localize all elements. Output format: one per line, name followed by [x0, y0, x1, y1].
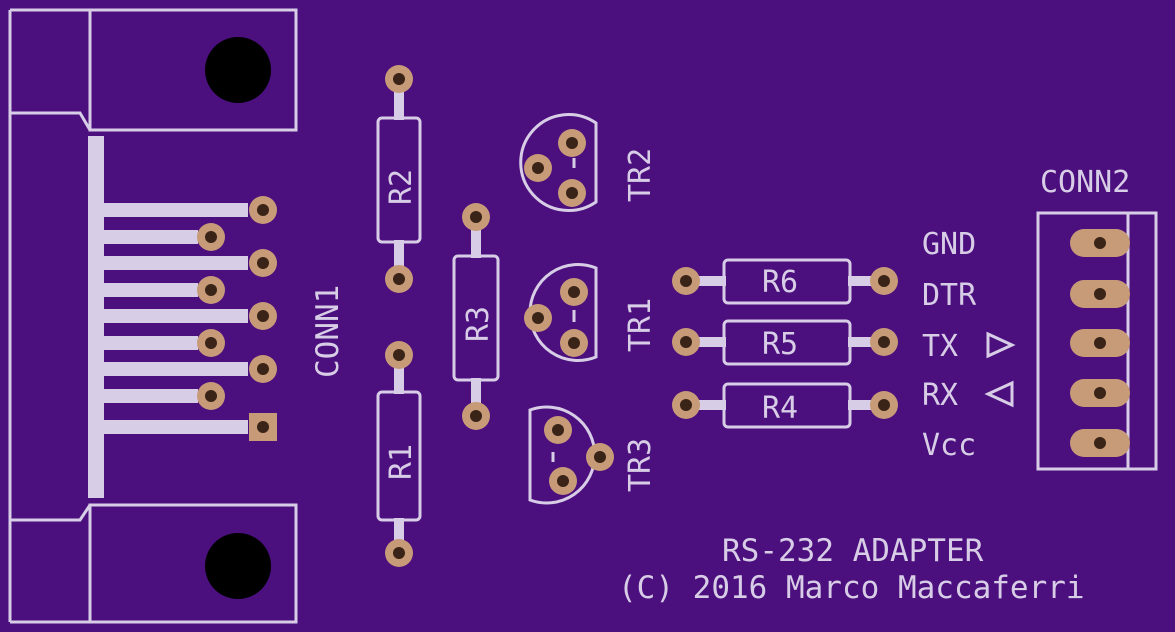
conn1-db9-connector: CONN1 — [8, 8, 346, 624]
r4-label: R4 — [762, 391, 798, 426]
rx-arrow-icon — [984, 380, 1014, 408]
pin-label-dtr: DTR — [922, 278, 977, 313]
resistor-r4: R4 — [672, 382, 898, 429]
r2-label: R2 — [384, 169, 419, 205]
transistor-tr3: TR3 — [528, 405, 658, 505]
pin-label-rx: RX — [922, 378, 958, 413]
tr2-label: TR2 — [623, 148, 658, 202]
conn2-label: CONN2 — [1040, 165, 1130, 200]
conn2-pads — [1070, 229, 1130, 457]
resistor-r5: R5 — [672, 319, 898, 366]
resistor-r6: R6 — [672, 258, 898, 305]
transistor-tr2: TR2 — [519, 113, 658, 212]
r5-label: R5 — [762, 327, 798, 362]
pin-label-gnd: GND — [922, 227, 976, 262]
board-title: RS-232 ADAPTER — [722, 533, 984, 569]
pin-label-tx: TX — [922, 329, 958, 364]
conn1-pads — [197, 196, 277, 441]
resistor-r3: R3 — [452, 203, 500, 430]
transistor-tr1: TR1 — [524, 263, 658, 362]
mounting-hole-top — [205, 37, 271, 103]
tx-arrow-icon — [986, 331, 1016, 359]
board-credit: (C) 2016 Marco Maccaferri — [618, 570, 1085, 606]
tr3-label: TR3 — [623, 438, 658, 492]
resistor-r2: R2 — [376, 65, 422, 293]
r3-label: R3 — [461, 306, 496, 342]
r6-label: R6 — [762, 265, 798, 300]
conn2-header: CONN2 — [1036, 165, 1158, 471]
pin-labels: GND DTR TX RX Vcc — [922, 227, 1016, 463]
tr1-label: TR1 — [623, 298, 658, 352]
pin-label-vcc: Vcc — [922, 428, 976, 463]
conn1-label: CONN1 — [310, 285, 346, 378]
resistor-r1: R1 — [376, 341, 422, 567]
mounting-hole-bottom — [205, 533, 271, 599]
r1-label: R1 — [384, 444, 419, 480]
